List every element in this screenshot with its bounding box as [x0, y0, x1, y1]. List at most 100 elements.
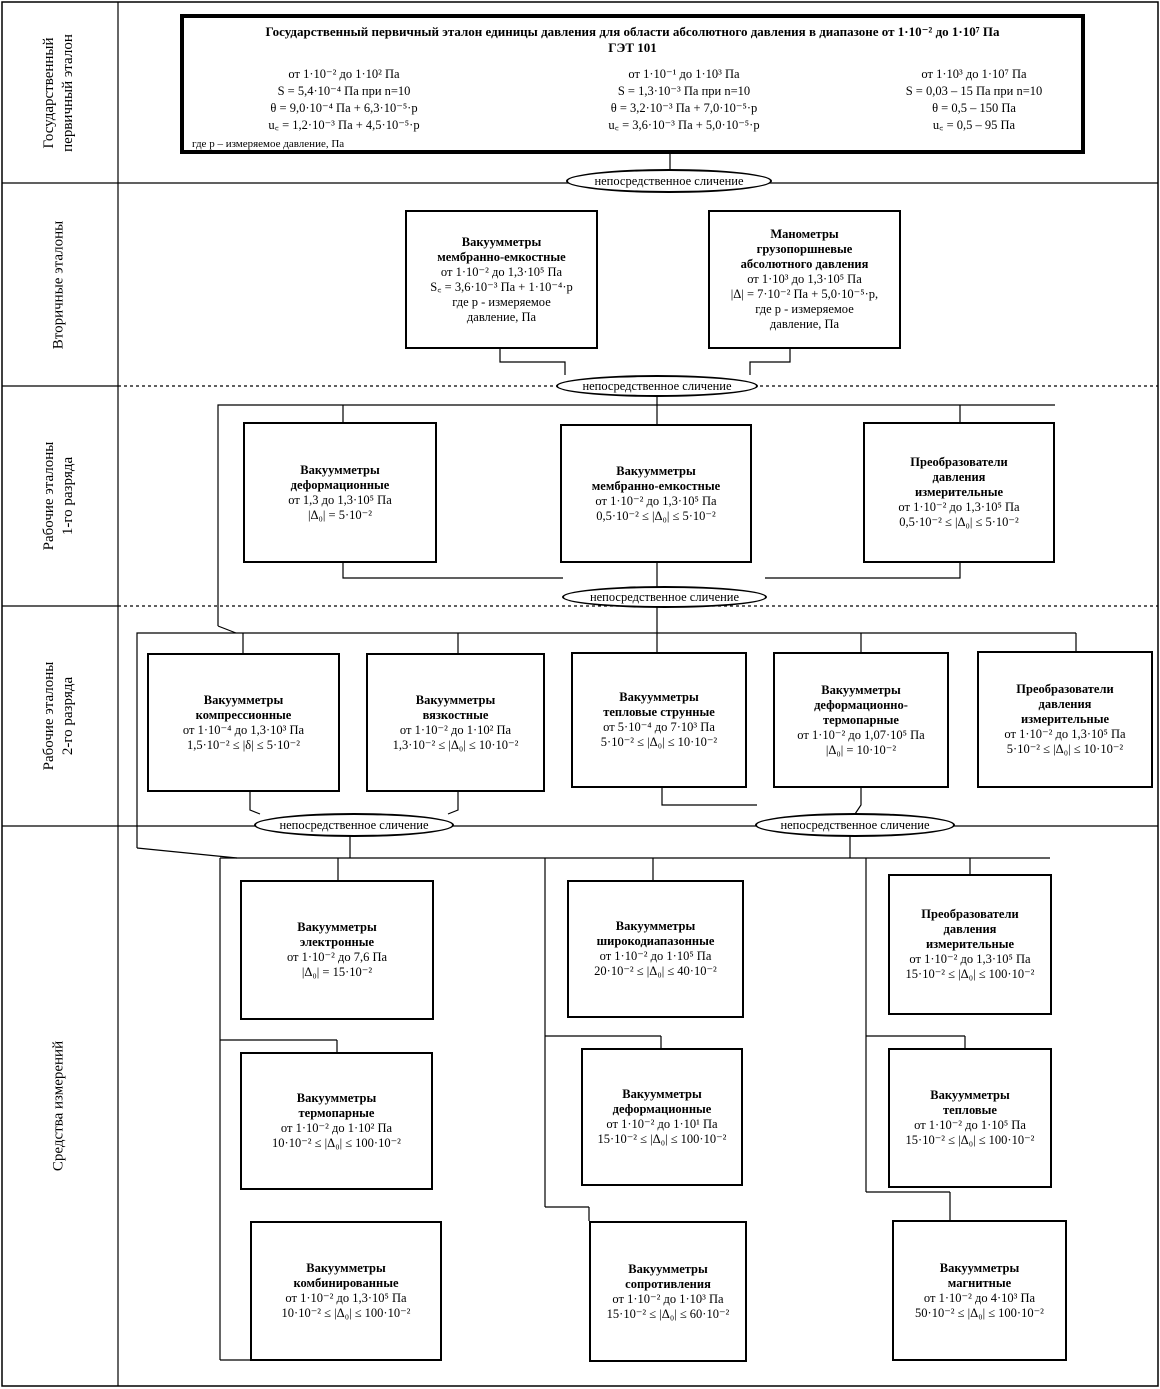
- box-title: Вакуумметры: [296, 1091, 377, 1105]
- box-line: от 1·10⁻² до 1·10² Па: [280, 1121, 393, 1135]
- box-line: 0,5·10⁻² ≤ |Δ₀| ≤ 5·10⁻²: [899, 515, 1019, 529]
- box-title: сопротивления: [625, 1276, 711, 1291]
- box-title: тепловые: [943, 1103, 997, 1117]
- comparison-ellipse: непосредственное сличение: [556, 375, 758, 397]
- box-title: Преобразователи: [1016, 682, 1114, 696]
- box-line: от 1·10⁻² до 1,3·10⁵ Па: [909, 952, 1031, 966]
- instrument-resistance-box: Вакуумметры сопротивления от 1·10⁻² до 1…: [589, 1221, 747, 1362]
- primary-line: от 1·10⁻¹ до 1·10³ Па: [628, 67, 740, 81]
- box-line: давление, Па: [769, 317, 840, 331]
- box-title: тепловые струнные: [603, 705, 715, 719]
- box-line: 20·10⁻² ≤ |Δ₀| ≤ 40·10⁻²: [594, 964, 717, 978]
- box-title: термопарные: [298, 1106, 375, 1120]
- box-line: 15·10⁻² ≤ |Δ₀| ≤ 60·10⁻²: [606, 1306, 730, 1321]
- box-title: электронные: [299, 935, 375, 949]
- box-line: от 1·10⁻² до 1,3·10⁵ Па: [285, 1291, 407, 1305]
- instrument-transducer-box: Преобразователи давления измерительные о…: [888, 874, 1052, 1015]
- box-title: Вакуумметры: [415, 692, 496, 707]
- box-line: от 1·10⁻² до 7,6 Па: [286, 950, 388, 964]
- box-line: от 1·10⁻² до 4·10³ Па: [923, 1290, 1036, 1305]
- box-title: Вакуумметры: [930, 1088, 1010, 1102]
- box-line: где p - измеряемое: [452, 294, 551, 309]
- primary-line: θ = 0,5 – 150 Па: [932, 101, 1016, 115]
- comparison-ellipse: непосредственное сличение: [566, 169, 772, 193]
- box-line: |Δ₀| = 5·10⁻²: [308, 507, 372, 522]
- box-line: от 1·10⁻² до 1,07·10⁵ Па: [797, 727, 925, 742]
- working2-viscosity-box: Вакуумметры вязкостные от 1·10⁻² до 1·10…: [366, 653, 545, 792]
- box-line: 1,3·10⁻² ≤ |Δ₀| ≤ 10·10⁻²: [392, 737, 519, 752]
- box-line: |Δ| = 7·10⁻² Па + 5,0·10⁻⁵·p,: [730, 287, 879, 301]
- box-title: широкодиапазонные: [596, 934, 715, 948]
- box-title: абсолютного давления: [740, 257, 869, 271]
- box-title: Вакуумметры: [203, 692, 284, 707]
- box-line: 0,5·10⁻² ≤ |Δ₀| ≤ 5·10⁻²: [596, 508, 716, 523]
- primary-title: Государственный первичный эталон единицы…: [265, 24, 1000, 39]
- box-title: давления: [932, 470, 986, 484]
- box-line: 50·10⁻² ≤ |Δ₀| ≤ 100·10⁻²: [915, 1305, 1044, 1320]
- box-line: S꜀ = 3,6·10⁻³ Па + 1·10⁻⁴·p: [430, 279, 573, 294]
- box-line: от 1,3 до 1,3·10⁵ Па: [288, 492, 392, 507]
- primary-line: u꜀ = 3,6·10⁻³ Па + 5,0·10⁻⁵·p: [608, 118, 760, 132]
- box-title: Вакуумметры: [300, 462, 380, 477]
- box-title: измерительные: [1020, 712, 1110, 726]
- primary-line: S = 5,4·10⁻⁴ Па при n=10: [277, 84, 411, 98]
- primary-line: u꜀ = 1,2·10⁻³ Па + 4,5·10⁻⁵·p: [268, 118, 420, 132]
- box-title: Вакуумметры: [616, 463, 696, 478]
- working1-membrane-box: Вакуумметры мембранно-емкостные от 1·10⁻…: [560, 424, 752, 563]
- box-title: компрессионные: [195, 707, 292, 722]
- comparison-ellipse: непосредственное сличение: [755, 813, 955, 837]
- box-line: от 1·10⁻² до 1,3·10⁵ Па: [440, 264, 563, 279]
- primary-range-2: от 1·10⁻¹ до 1·10³ Па S = 1,3·10⁻³ Па пр…: [549, 66, 819, 134]
- instrument-thermocouple-box: Вакуумметры термопарные от 1·10⁻² до 1·1…: [240, 1052, 433, 1190]
- box-title: комбинированные: [293, 1276, 399, 1290]
- working1-deformation-box: Вакуумметры деформационные от 1,3 до 1,3…: [243, 422, 437, 563]
- box-title: Вакуумметры: [619, 690, 699, 704]
- box-title: термопарные: [823, 712, 899, 727]
- working2-deformation-thermocouple-box: Вакуумметры деформационно- термопарные о…: [773, 652, 949, 788]
- instrument-magnetic-box: Вакуумметры магнитные от 1·10⁻² до 4·10³…: [892, 1220, 1067, 1361]
- working2-compression-box: Вакуумметры компрессионные от 1·10⁻⁴ до …: [147, 653, 340, 792]
- box-line: от 1·10⁻² до 1,3·10⁵ Па: [595, 493, 717, 508]
- box-title: мембранно-емкостные: [437, 249, 566, 264]
- instrument-wide-range-box: Вакуумметры широкодиапазонные от 1·10⁻² …: [567, 880, 744, 1018]
- box-line: от 1·10³ до 1,3·10⁵ Па: [747, 272, 862, 286]
- box-title: Вакуумметры: [461, 234, 542, 249]
- comparison-ellipse: непосредственное сличение: [254, 813, 454, 837]
- primary-line: u꜀ = 0,5 – 95 Па: [932, 118, 1016, 132]
- box-title: деформационные: [612, 1102, 712, 1116]
- secondary-membrane-box: Вакуумметры мембранно-емкостные от 1·10⁻…: [405, 210, 598, 349]
- box-title: давления: [943, 922, 997, 936]
- level-label: первичный эталон: [60, 33, 76, 152]
- primary-line: θ = 3,2·10⁻³ Па + 7,0·10⁻⁵·p: [610, 101, 758, 115]
- box-line: |Δ₀| = 15·10⁻²: [301, 965, 373, 979]
- primary-line: θ = 9,0·10⁻⁴ Па + 6,3·10⁻⁵·p: [270, 101, 418, 115]
- box-line: 5·10⁻² ≤ |Δ₀| ≤ 10·10⁻²: [1006, 742, 1124, 756]
- box-line: |Δ₀| = 10·10⁻²: [825, 742, 897, 757]
- box-title: магнитные: [947, 1275, 1012, 1290]
- box-title: Вакуумметры: [821, 682, 901, 697]
- box-line: где p - измеряемое: [755, 302, 854, 316]
- box-title: измерительные: [925, 937, 1015, 951]
- level-label: Средства измерений: [50, 1040, 67, 1172]
- primary-line: от 1·10⁻² до 1·10² Па: [288, 67, 400, 81]
- level-label: Государственный: [41, 36, 57, 149]
- level-label: Вторичные эталоны: [50, 220, 67, 349]
- box-line: от 1·10⁻² до 1·10⁵ Па: [914, 1118, 1026, 1132]
- box-line: от 1·10⁻² до 1,3·10⁵ Па: [1004, 727, 1126, 741]
- primary-standard-box: Государственный первичный эталон единицы…: [180, 14, 1085, 154]
- instrument-combined-box: Вакуумметры комбинированные от 1·10⁻² до…: [250, 1221, 442, 1361]
- box-title: деформационные: [290, 477, 390, 492]
- box-title: Вакуумметры: [615, 919, 696, 933]
- box-title: мембранно-емкостные: [591, 478, 721, 493]
- level-secondary: Вторичные эталоны: [0, 183, 118, 386]
- box-title: грузопоршневые: [756, 242, 853, 256]
- primary-range-3: от 1·10³ до 1·10⁷ Па S = 0,03 – 15 Па пр…: [874, 66, 1074, 134]
- box-title: Вакуумметры: [939, 1260, 1020, 1275]
- level-label: Рабочие эталоны: [41, 661, 57, 771]
- working2-transducer-box: Преобразователи давления измерительные о…: [977, 651, 1153, 788]
- box-line: от 5·10⁻⁴ до 7·10³ Па: [603, 720, 715, 734]
- box-line: от 1·10⁻² до 1·10² Па: [399, 722, 512, 737]
